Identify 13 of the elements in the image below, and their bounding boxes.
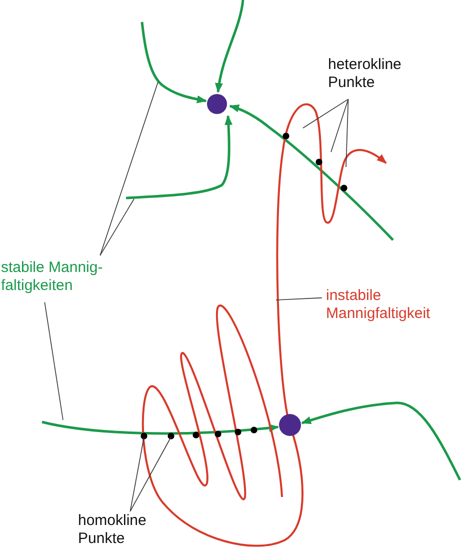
leader-line — [346, 98, 349, 168]
callout-label: homokline Punkte — [78, 512, 168, 548]
leader-line — [100, 198, 134, 256]
leader-line — [302, 98, 349, 128]
leader-line — [100, 82, 158, 256]
leader-line — [130, 436, 144, 512]
callout-label: instabile Mannigfaltigkeit — [326, 287, 461, 323]
callout-label: heterokline Punkte — [328, 56, 420, 92]
callout-label: stabile Mannig- faltigkeiten — [1, 259, 119, 295]
leader-line — [276, 297, 322, 300]
leader-line — [44, 302, 64, 420]
leader-line — [330, 98, 349, 152]
leader-line — [130, 436, 172, 512]
